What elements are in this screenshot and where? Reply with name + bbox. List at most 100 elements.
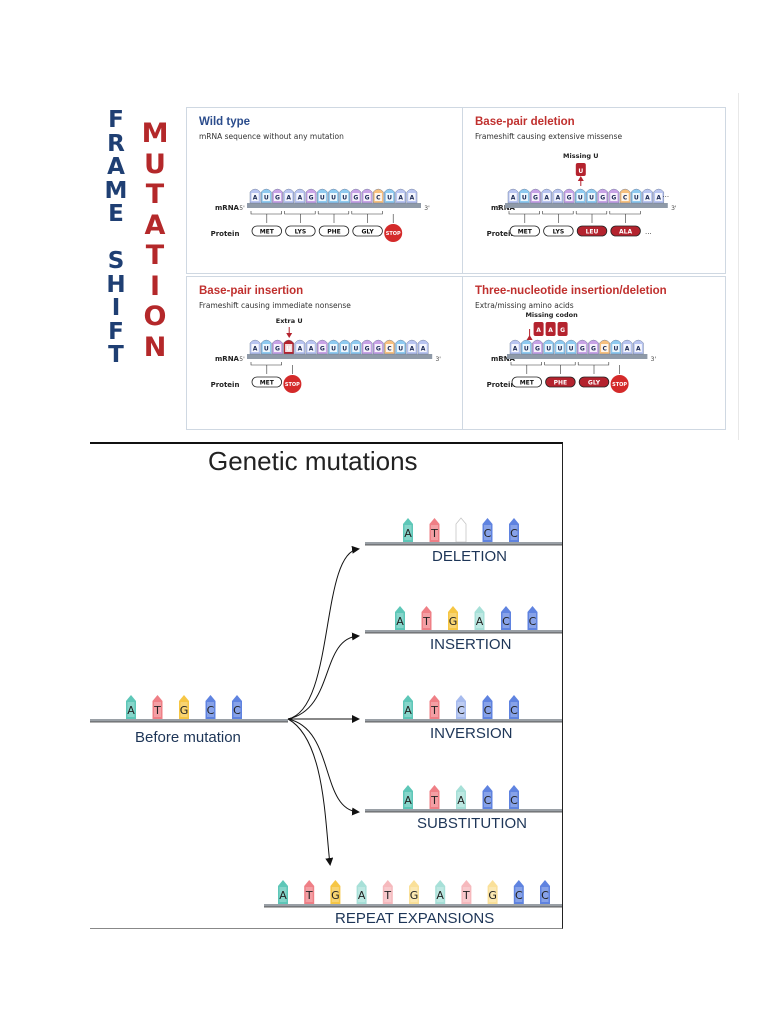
amino-acid-oval (543, 225, 574, 237)
dna-base: A (126, 695, 136, 719)
stop-codon (610, 375, 629, 393)
svg-text:C: C (529, 615, 537, 628)
nucleotide: U (521, 339, 532, 355)
svg-text:A: A (286, 195, 291, 202)
svg-text:G: G (320, 346, 325, 353)
nucleotide: G (608, 188, 620, 204)
svg-text:U: U (398, 346, 403, 353)
svg-text:U: U (546, 346, 551, 353)
svg-text:C: C (602, 346, 607, 353)
svg-text:C: C (387, 346, 392, 353)
nucleotide: C (599, 339, 610, 355)
svg-text:U: U (524, 346, 529, 353)
svg-text:T: T (430, 794, 438, 807)
svg-text:A: A (410, 346, 415, 353)
dna-backbone (264, 904, 562, 907)
nucleotide: G (563, 188, 575, 204)
annotation-label: Missing codon (525, 311, 578, 319)
dna-base: C (513, 880, 524, 904)
svg-text:C: C (233, 704, 241, 717)
mutation-letter: M (141, 118, 169, 149)
nucleotide: U (350, 339, 362, 355)
mutation-arrow (287, 718, 360, 816)
mrna-strand (505, 203, 668, 208)
mutation-type-label: REPEAT EXPANSIONS (335, 910, 495, 927)
svg-text:G: G (488, 889, 497, 902)
amino-acid-label: MET (260, 380, 275, 387)
svg-text:A: A (298, 346, 303, 353)
mutation-arrow (287, 545, 360, 720)
stop-label: STOP (612, 382, 627, 388)
nucleotide: A (653, 188, 664, 204)
dna-base: T (304, 880, 315, 904)
dna-backbone (90, 719, 288, 722)
missing-base (575, 163, 586, 176)
svg-text:G: G (591, 346, 596, 353)
svg-text:A: A (404, 527, 412, 540)
dna-base: T (152, 695, 163, 719)
svg-text:G: G (567, 195, 572, 202)
frame-shift-letter (104, 227, 128, 251)
svg-text:U: U (342, 346, 347, 353)
nucleotide: A (621, 339, 633, 355)
svg-text:A: A (410, 195, 415, 202)
amino-acid-oval (318, 225, 350, 237)
dna-base (455, 517, 467, 543)
panel-title: Three-nucleotide insertion/deletion (475, 285, 667, 297)
svg-text:G: G (365, 195, 370, 202)
svg-text:A: A (457, 794, 465, 807)
nucleotide: U (317, 188, 328, 204)
svg-text:C: C (376, 195, 381, 202)
panel-subtitle: Extra/missing amino acids (475, 301, 574, 310)
mutation-arrow (287, 632, 360, 720)
three-prime-label: 3' (435, 356, 441, 363)
amino-acid-oval (610, 225, 641, 237)
mutation-letter: T (145, 179, 165, 210)
before-mutation-label: Before mutation (135, 729, 241, 746)
mutation-arrow (287, 718, 334, 866)
svg-text:C: C (541, 889, 549, 902)
svg-text:C: C (510, 794, 518, 807)
dna-base: A (435, 880, 446, 904)
svg-text:T: T (153, 704, 161, 717)
mutation-letter: A (144, 209, 166, 241)
three-prime-label: 3' (651, 356, 657, 363)
dna-base: A (474, 606, 485, 630)
annotation-label: Missing U (563, 152, 598, 160)
stop-label: STOP (285, 382, 300, 388)
mrna-strand (507, 354, 648, 359)
amino-acid-oval (509, 225, 541, 237)
nucleotide: U (519, 188, 530, 204)
amino-acid-label: LYS (295, 229, 307, 236)
five-prime-label: 5' (499, 356, 505, 363)
dna-base: G (179, 695, 189, 719)
svg-text:A: A (398, 195, 403, 202)
nucleotide: A (294, 188, 306, 204)
continuation-ellipsis: ... (645, 228, 652, 236)
nucleotide: U (586, 188, 597, 204)
nucleotide: G (532, 339, 543, 355)
panel-title: Base-pair insertion (199, 285, 304, 297)
nucleotide: U (339, 188, 350, 204)
frame-shift-letter: E (108, 201, 124, 227)
dna-base: C (501, 606, 511, 630)
protein-label: Protein (487, 230, 516, 238)
svg-text:T: T (383, 889, 391, 902)
svg-text:A: A (358, 889, 366, 902)
mrna-label: mRNA (491, 204, 516, 212)
dna-base: T (429, 785, 440, 809)
panel-title: Base-pair deletion (475, 116, 575, 128)
svg-text:G: G (449, 615, 458, 628)
amino-acid-label: ALA (619, 229, 632, 236)
nucleotide: G (305, 188, 317, 204)
amino-acid-label: PHE (554, 380, 568, 387)
protein-label: Protein (487, 381, 516, 389)
svg-text:A: A (404, 794, 412, 807)
mutation-type-label: INSERTION (430, 636, 512, 653)
svg-text:A: A (645, 195, 650, 202)
